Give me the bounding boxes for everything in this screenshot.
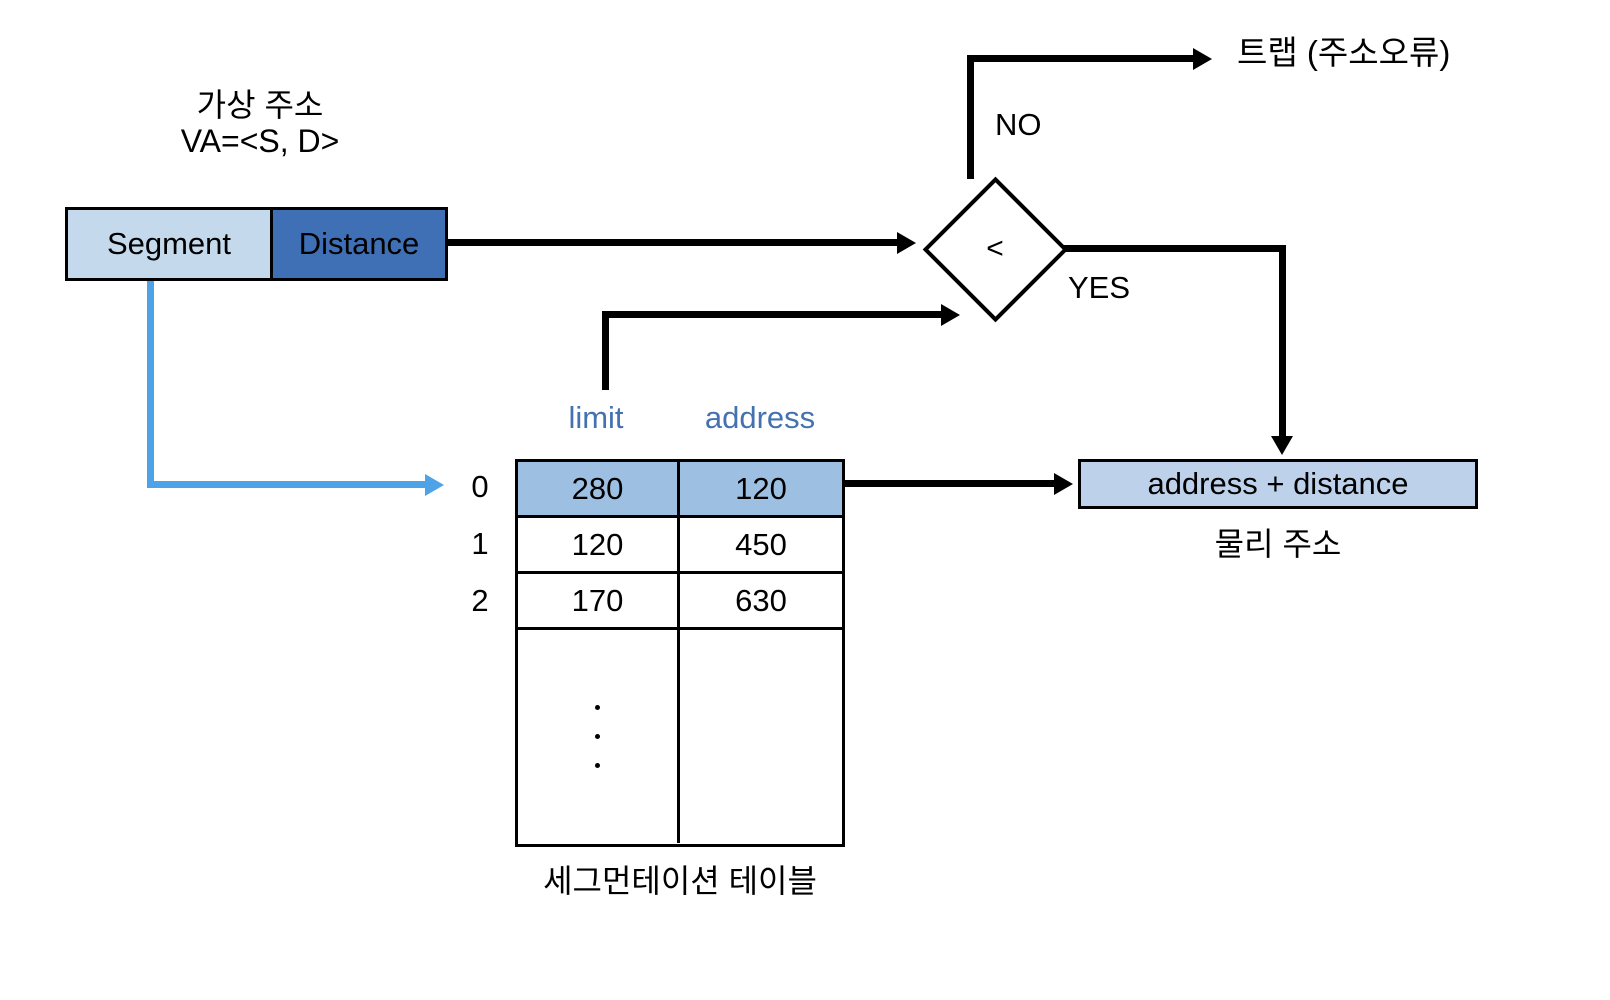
table-cell-limit: 120: [518, 518, 680, 571]
table-cell-address: 120: [735, 470, 787, 506]
connector-limit-horizontal: [602, 311, 947, 318]
table-row-index-2: 2: [471, 583, 489, 618]
table-column-header-address: address: [704, 400, 816, 435]
arrowhead-distance-to-compare: [897, 232, 916, 254]
connector-distance-to-compare: [448, 239, 903, 246]
table-row-index-1: 1: [471, 526, 489, 561]
table-cell-address: 630: [735, 582, 787, 618]
table-row-ellipsis: [518, 630, 842, 843]
table-cell-empty: [680, 630, 842, 843]
segmentation-table: 280 120 120 450 170 630: [515, 459, 845, 847]
table-column-header-limit: limit: [568, 400, 624, 435]
compare-operator-label: <: [986, 232, 1004, 265]
arrowhead-limit-to-compare: [941, 304, 960, 326]
vertical-dots-icon: [595, 630, 600, 843]
connector-segment-lookup-horizontal: [147, 481, 429, 488]
connector-limit-vertical: [602, 318, 609, 390]
table-cell-limit: 170: [518, 574, 680, 627]
segmentation-table-caption: 세그먼테이션 테이블: [543, 863, 817, 899]
table-cell-ellipsis: [518, 630, 680, 843]
trap-label: 트랩 (주소오류): [1237, 34, 1451, 71]
arrowhead-segment-lookup: [425, 474, 444, 496]
branch-label-no: NO: [995, 107, 1042, 142]
table-row-index-0: 0: [471, 469, 489, 504]
table-cell-address: 450: [735, 526, 787, 562]
connector-no-horizontal: [967, 55, 1199, 62]
connector-yes-vertical: [1279, 245, 1286, 437]
arrowhead-table-to-physical-address: [1054, 473, 1073, 495]
virtual-address-caption: 가상 주소 VA=<S, D>: [180, 87, 340, 159]
connector-segment-lookup-vertical: [147, 281, 154, 487]
branch-label-yes: YES: [1068, 270, 1131, 305]
virtual-address-segment-field: Segment: [65, 207, 270, 281]
arrowhead-yes-to-physical-address: [1271, 436, 1293, 455]
connector-table-to-physical-address: [845, 480, 1060, 487]
compare-decision-node: <: [922, 176, 1068, 322]
table-row: 120 450: [518, 518, 842, 574]
physical-address-box: address + distance: [1078, 459, 1478, 509]
arrowhead-no-to-trap: [1193, 48, 1212, 70]
physical-address-caption: 물리 주소: [1214, 526, 1342, 562]
table-row: 280 120: [518, 462, 842, 518]
connector-no-vertical: [967, 55, 974, 179]
virtual-address-distance-field: Distance: [270, 207, 448, 281]
connector-yes-horizontal: [1063, 245, 1286, 252]
table-cell-limit: 280: [518, 462, 680, 515]
table-row: 170 630: [518, 574, 842, 630]
